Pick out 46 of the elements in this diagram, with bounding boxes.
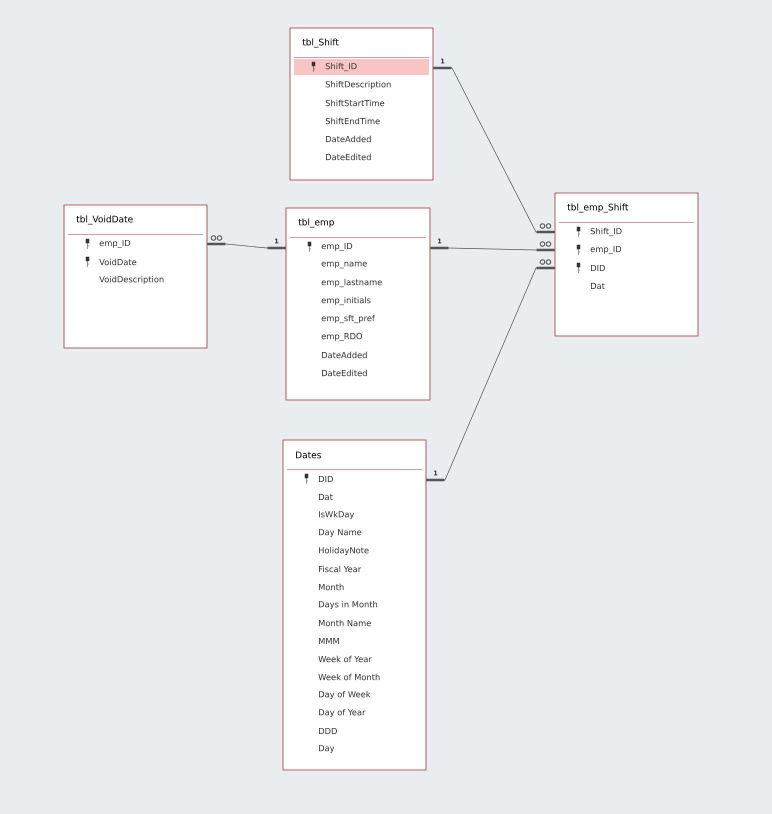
field-name: emp_ID (100, 240, 130, 248)
relationship-line (426, 259, 555, 482)
field-name: Day (319, 745, 334, 753)
field-name: Shift_ID (326, 62, 357, 72)
table-title: tbl_emp (298, 218, 334, 228)
field-name: emp_lastname (322, 278, 382, 288)
field-name: VoidDescription (99, 276, 164, 284)
field-name: HolidayNote (319, 546, 369, 555)
relationship-line (433, 66, 555, 234)
field-name: Dat (319, 494, 333, 500)
field-name: ShiftEndTime (326, 118, 380, 124)
field-name: Week of Month (318, 674, 380, 680)
field-name: DID (591, 264, 605, 272)
field-name: MMM (319, 638, 339, 644)
field-name: IsWkDay (319, 510, 354, 519)
field-name: Day Name (319, 529, 362, 537)
field-name: Month (319, 584, 344, 590)
field-name: DateEdited (322, 370, 367, 376)
field-name: DateAdded (326, 136, 371, 142)
field-name: emp_name (322, 262, 367, 268)
field-name: Day of Week (319, 690, 371, 699)
field-name: DateEdited (326, 154, 371, 160)
relationship-line (430, 241, 555, 252)
field-name: Month Name (319, 620, 371, 626)
field-name: emp_ID (322, 242, 352, 251)
field-name: DID (319, 476, 333, 482)
table-title: Dates (296, 452, 321, 458)
table-title: tbl_emp_Shift (567, 204, 628, 212)
table-title: tbl_VoidDate (76, 216, 133, 224)
table-title: tbl_Shift (302, 38, 339, 48)
field-name: VoidDate (99, 258, 136, 266)
field-name: Day of Year (319, 708, 366, 717)
field-name: emp_RDO (322, 332, 362, 342)
field-name: Days in Month (319, 600, 378, 609)
field-name: ShiftStartTime (326, 100, 384, 106)
field-name: DateAdded (322, 352, 367, 358)
field-name: emp_ID (590, 246, 622, 254)
field-name: Week of Year (318, 656, 372, 662)
field-name: DDD (319, 728, 337, 734)
field-name: emp_sft_pref (322, 314, 375, 324)
field-name: Fiscal Year (319, 566, 362, 572)
field-name: Dat (591, 282, 605, 290)
field-name: Shift_ID (590, 228, 622, 236)
field-name: ShiftDescription (326, 80, 391, 89)
field-name: emp_initials (322, 296, 371, 306)
relationship-line (207, 235, 286, 250)
